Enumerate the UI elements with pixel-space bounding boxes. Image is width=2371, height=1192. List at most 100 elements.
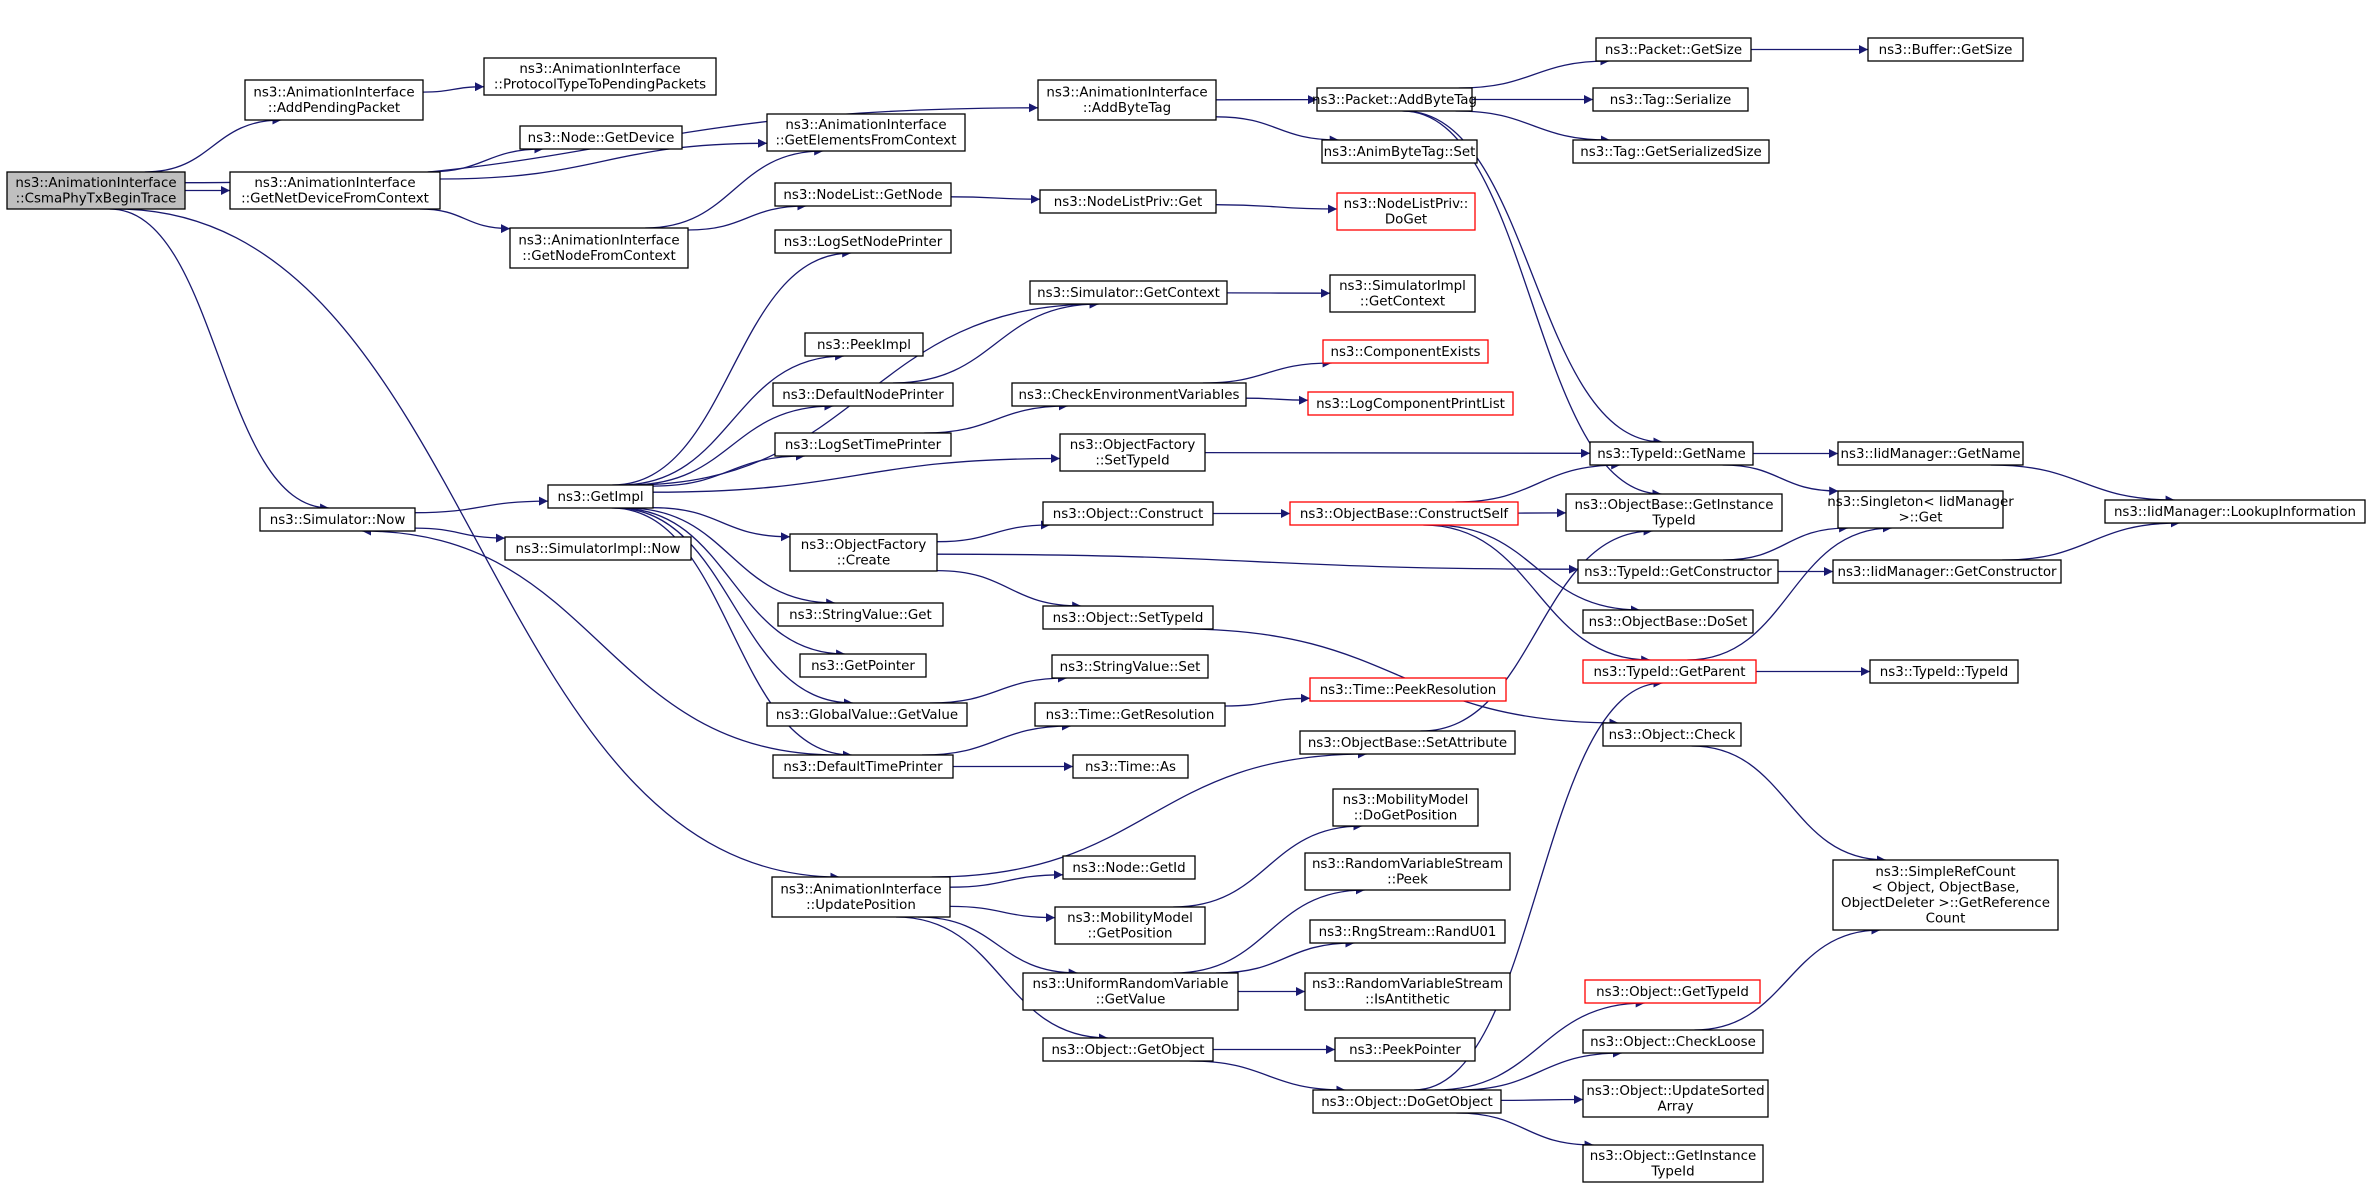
node-label-line: ns3::AnimationInterface bbox=[15, 176, 176, 191]
node-simGetContext[interactable]: ns3::Simulator::GetContext bbox=[1029, 280, 1228, 305]
node-typeIdGetConstructor[interactable]: ns3::TypeId::GetConstructor bbox=[1577, 559, 1779, 584]
node-singletonGet[interactable]: ns3::Singleton< IidManager >::Get bbox=[1827, 490, 2014, 529]
node-bufGetSize[interactable]: ns3::Buffer::GetSize bbox=[1867, 37, 2024, 62]
node-label-line: ns3::Object::SetTypeId bbox=[1053, 611, 1204, 626]
node-label-line: ns3::CheckEnvironmentVariables bbox=[1019, 388, 1240, 403]
node-mobDoGetPos[interactable]: ns3::MobilityModel::DoGetPosition bbox=[1332, 788, 1479, 827]
node-timeAs[interactable]: ns3::Time::As bbox=[1072, 754, 1189, 779]
node-objCheck[interactable]: ns3::Object::Check bbox=[1602, 722, 1742, 747]
node-strValSet[interactable]: ns3::StringValue::Set bbox=[1051, 654, 1209, 679]
node-iidLookup[interactable]: ns3::IidManager::LookupInformation bbox=[2104, 499, 2366, 524]
node-iidGetName[interactable]: ns3::IidManager::GetName bbox=[1837, 441, 2024, 466]
node-nodeGetId[interactable]: ns3::Node::GetId bbox=[1062, 855, 1196, 880]
node-typeIdGetParent[interactable]: ns3::TypeId::GetParent bbox=[1582, 659, 1757, 684]
node-protoType[interactable]: ns3::AnimationInterface::ProtocolTypeToP… bbox=[483, 57, 717, 96]
edge-defTimePrinter-to-timeGetResolution bbox=[921, 721, 1072, 756]
node-label-line: TypeId bbox=[1651, 514, 1695, 529]
node-strValGet[interactable]: ns3::StringValue::Get bbox=[777, 602, 944, 627]
edge-objDoGetObject-to-objGetInstTypeId bbox=[1456, 1112, 1594, 1150]
node-defTimePrinter[interactable]: ns3::DefaultTimePrinter bbox=[772, 754, 954, 779]
node-rvsPeek[interactable]: ns3::RandomVariableStream::Peek bbox=[1304, 852, 1511, 891]
node-typeIdTypeId[interactable]: ns3::TypeId::TypeId bbox=[1869, 659, 2019, 684]
node-objCheckLoose[interactable]: ns3::Object::CheckLoose bbox=[1582, 1029, 1764, 1054]
edge-simNow-to-simImplNow bbox=[414, 527, 506, 543]
node-objSetTypeId[interactable]: ns3::Object::SetTypeId bbox=[1042, 605, 1214, 630]
node-peekImpl[interactable]: ns3::PeekImpl bbox=[804, 332, 924, 357]
node-box bbox=[1037, 79, 1217, 121]
node-root[interactable]: ns3::AnimationInterface::CsmaPhyTxBeginT… bbox=[6, 171, 186, 210]
node-box bbox=[259, 507, 416, 532]
edge-timeGetResolution-to-timePeekResolution bbox=[1224, 693, 1311, 707]
node-getPointer[interactable]: ns3::GetPointer bbox=[799, 653, 927, 678]
node-label-line: ns3::UniformRandomVariable bbox=[1033, 977, 1229, 992]
node-componentExists[interactable]: ns3::ComponentExists bbox=[1322, 339, 1489, 364]
node-nodeListPrivGet[interactable]: ns3::NodeListPriv::Get bbox=[1039, 189, 1217, 214]
node-updatePos[interactable]: ns3::AnimationInterface::UpdatePosition bbox=[771, 876, 951, 918]
node-pktGetSize[interactable]: ns3::Packet::GetSize bbox=[1595, 37, 1752, 62]
node-logSetTimePrinter[interactable]: ns3::LogSetTimePrinter bbox=[774, 432, 952, 457]
node-rngRandU01[interactable]: ns3::RngStream::RandU01 bbox=[1309, 919, 1506, 944]
node-getElems[interactable]: ns3::AnimationInterface::GetElementsFrom… bbox=[766, 113, 966, 152]
node-checkEnv[interactable]: ns3::CheckEnvironmentVariables bbox=[1011, 382, 1247, 407]
node-box bbox=[789, 533, 938, 572]
node-urvGetValue[interactable]: ns3::UniformRandomVariable::GetValue bbox=[1022, 972, 1239, 1011]
node-box bbox=[1022, 972, 1239, 1011]
node-simNow[interactable]: ns3::Simulator::Now bbox=[259, 507, 416, 532]
node-timePeekResolution[interactable]: ns3::Time::PeekResolution bbox=[1309, 677, 1507, 702]
node-tagSerialize[interactable]: ns3::Tag::Serialize bbox=[1592, 87, 1749, 112]
node-label-line: ns3::Object::Check bbox=[1609, 728, 1736, 743]
node-addByteTag[interactable]: ns3::AnimationInterface::AddByteTag bbox=[1037, 79, 1217, 121]
node-objDoGetObject[interactable]: ns3::Object::DoGetObject bbox=[1312, 1089, 1502, 1114]
node-simImplGetContext[interactable]: ns3::SimulatorImpl::GetContext bbox=[1329, 274, 1476, 313]
node-nodeListPrivDoGet[interactable]: ns3::NodeListPriv::DoGet bbox=[1336, 192, 1476, 231]
node-label-line: ns3::LogSetTimePrinter bbox=[785, 438, 942, 453]
node-animByteTag[interactable]: ns3::AnimByteTag::Set bbox=[1321, 139, 1478, 164]
node-label-line: ns3::Object::GetInstance bbox=[1590, 1149, 1756, 1164]
node-objFactSetTypeId[interactable]: ns3::ObjectFactory::SetTypeId bbox=[1059, 433, 1206, 472]
node-objGetTypeId[interactable]: ns3::Object::GetTypeId bbox=[1584, 979, 1761, 1004]
node-nodeGetDev[interactable]: ns3::Node::GetDevice bbox=[519, 125, 683, 150]
node-box bbox=[1304, 972, 1511, 1011]
node-box bbox=[1577, 559, 1779, 584]
edge-objDoGetObject-to-objUpdateSorted bbox=[1500, 1095, 1584, 1105]
node-logSetNodePrinter[interactable]: ns3::LogSetNodePrinter bbox=[774, 229, 952, 254]
node-logCompPrintList[interactable]: ns3::LogComponentPrintList bbox=[1307, 391, 1514, 416]
node-tagSerSize[interactable]: ns3::Tag::GetSerializedSize bbox=[1572, 139, 1770, 164]
node-objBaseSetAttr[interactable]: ns3::ObjectBase::SetAttribute bbox=[1299, 730, 1516, 755]
node-defNodePrinter[interactable]: ns3::DefaultNodePrinter bbox=[772, 382, 954, 407]
node-simImplNow[interactable]: ns3::SimulatorImpl::Now bbox=[504, 536, 692, 561]
node-getNetDev[interactable]: ns3::AnimationInterface::GetNetDeviceFro… bbox=[229, 171, 441, 210]
node-label-line: ::AddPendingPacket bbox=[268, 101, 400, 116]
node-label-line: ns3::Tag::GetSerializedSize bbox=[1580, 145, 1761, 160]
node-objBaseConstructSelf[interactable]: ns3::ObjectBase::ConstructSelf bbox=[1289, 501, 1519, 526]
node-simpleRefCount[interactable]: ns3::SimpleRefCount< Object, ObjectBase,… bbox=[1832, 859, 2059, 931]
node-addPending[interactable]: ns3::AnimationInterface::AddPendingPacke… bbox=[244, 79, 424, 121]
node-pktAddByteTag[interactable]: ns3::Packet::AddByteTag bbox=[1312, 87, 1477, 112]
node-mobGetPos[interactable]: ns3::MobilityModel::GetPosition bbox=[1054, 906, 1206, 945]
node-iidGetConstructor[interactable]: ns3::IidManager::GetConstructor bbox=[1832, 559, 2062, 584]
node-peekPointer[interactable]: ns3::PeekPointer bbox=[1334, 1037, 1476, 1062]
node-typeIdGetName[interactable]: ns3::TypeId::GetName bbox=[1589, 441, 1754, 466]
node-label-line: ns3::PeekImpl bbox=[817, 338, 911, 353]
node-getImpl[interactable]: ns3::GetImpl bbox=[547, 484, 654, 509]
node-label-line: ns3::AnimationInterface bbox=[519, 62, 680, 77]
node-objGetObject[interactable]: ns3::Object::GetObject bbox=[1042, 1037, 1214, 1062]
node-timeGetResolution[interactable]: ns3::Time::GetResolution bbox=[1034, 702, 1226, 727]
node-objConstruct[interactable]: ns3::Object::Construct bbox=[1042, 501, 1214, 526]
edge-root-to-updatePos bbox=[115, 208, 840, 882]
node-label-line: ns3::Object::Construct bbox=[1053, 507, 1204, 522]
node-label-line: ns3::Node::GetDevice bbox=[528, 131, 675, 146]
node-nodeListGetNode[interactable]: ns3::NodeList::GetNode bbox=[774, 182, 952, 207]
node-objBaseDoSet[interactable]: ns3::ObjectBase::DoSet bbox=[1582, 609, 1754, 634]
node-box bbox=[509, 227, 689, 269]
edge-updatePos-to-objGetObject bbox=[895, 916, 1108, 1043]
node-rvsIsAnti[interactable]: ns3::RandomVariableStream::IsAntithetic bbox=[1304, 972, 1511, 1011]
node-globalValGetValue[interactable]: ns3::GlobalValue::GetValue bbox=[766, 702, 968, 727]
node-box bbox=[1832, 559, 2062, 584]
node-getNodeCtx[interactable]: ns3::AnimationInterface::GetNodeFromCont… bbox=[509, 227, 689, 269]
edge-mobGetPos-to-mobDoGetPos bbox=[1173, 821, 1363, 908]
node-objFactCreate[interactable]: ns3::ObjectFactory::Create bbox=[789, 533, 938, 572]
